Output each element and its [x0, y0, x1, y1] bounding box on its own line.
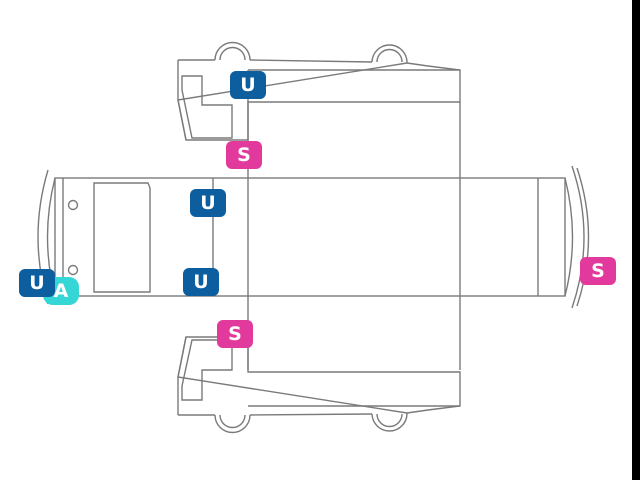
van-side-view-bottom [177, 336, 461, 434]
roof-top-front-marker[interactable]: U [230, 71, 266, 99]
right-edge-bar [632, 0, 640, 480]
van-side-view-top [177, 41, 461, 141]
van-roof-view [37, 102, 590, 370]
front-bumper-a-marker[interactable]: A [43, 277, 79, 305]
top-side-bottom-marker[interactable]: S [226, 141, 262, 169]
front-bumper-marker[interactable]: U [19, 269, 55, 297]
cab-upper-marker[interactable]: U [190, 189, 226, 217]
bottom-side-top-marker[interactable]: S [217, 320, 253, 348]
cab-lower-marker[interactable]: U [183, 268, 219, 296]
rear-door-marker[interactable]: S [580, 257, 616, 285]
